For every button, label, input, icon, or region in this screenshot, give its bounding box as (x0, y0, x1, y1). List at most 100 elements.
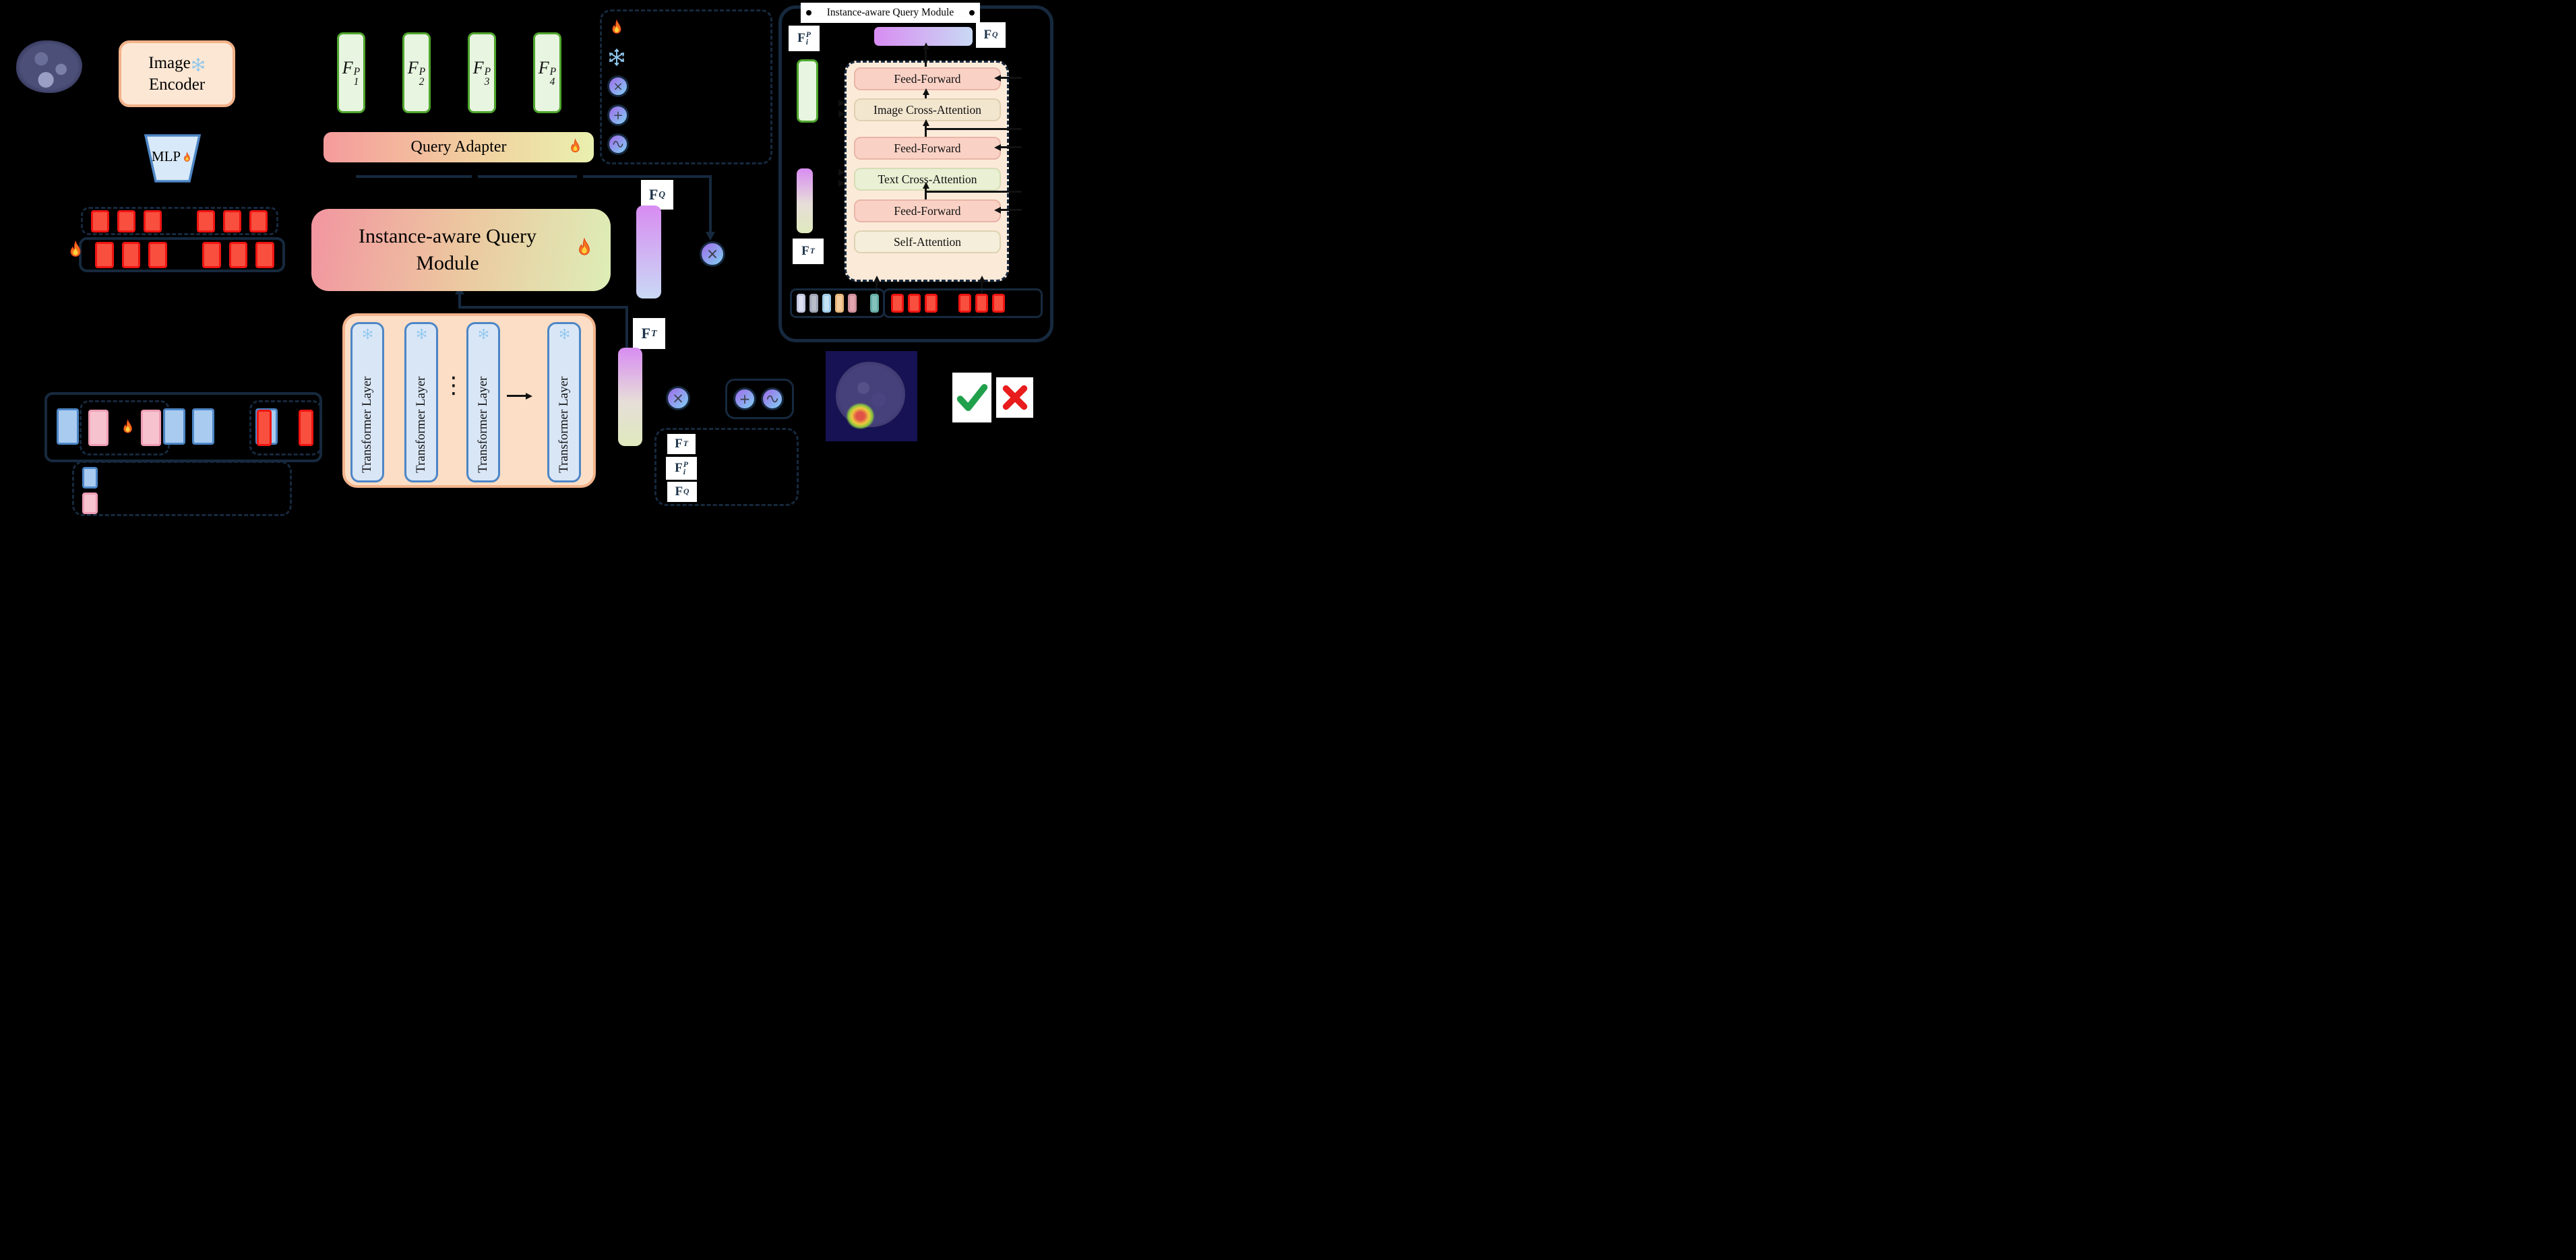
pink-token (82, 493, 98, 514)
red-token (908, 294, 921, 313)
red-token (222, 210, 241, 232)
panel-fip-green-bar (797, 59, 818, 123)
text-token-sequence-box (44, 392, 322, 462)
segmentation-heatmap-image (826, 351, 917, 441)
red-token (144, 210, 162, 232)
teal-token (869, 294, 880, 313)
blue-token (163, 408, 185, 445)
legend-item-flame (607, 16, 770, 40)
skip-stem (925, 125, 927, 137)
gray-token (809, 294, 819, 313)
image-encoder-box: Image Encoder (119, 40, 235, 107)
ff1-in-line (1000, 77, 1022, 79)
connector-to-ft-bar (625, 306, 628, 348)
arrowhead-right (838, 100, 845, 106)
instance-phrase-group (80, 400, 170, 455)
red-token (925, 294, 938, 313)
heatmap-lesion-blob (841, 398, 880, 435)
connector-module-horizontal (458, 306, 628, 309)
ff2-in-line (1000, 146, 1022, 148)
wave-node (761, 387, 784, 410)
multiply-node: × (700, 241, 725, 267)
snowflake-icon (191, 57, 206, 72)
red-token (299, 410, 313, 446)
panel-mixed-token-row (790, 288, 885, 318)
layers-ellipsis: ⋮ (442, 372, 465, 399)
orange-token (835, 294, 845, 313)
legend-item-multiply: × (607, 74, 770, 98)
instance-aware-query-module-box: Instance-aware Query Module (311, 209, 611, 291)
transformer-layer-label: Transformer Layer (360, 376, 374, 473)
mlp-shape (144, 134, 202, 183)
cross-icon (1000, 382, 1031, 413)
token-legend-items (82, 467, 98, 517)
snowflake-icon (478, 328, 489, 340)
transformer-layer-label: Transformer Layer (476, 376, 490, 473)
query-tokens-solid-row (79, 237, 285, 272)
add-wave-box: + (725, 379, 794, 419)
layer-arrow-line (507, 395, 526, 397)
arrowhead-right (838, 169, 845, 176)
snowflake-icon (559, 328, 570, 340)
connector-qa-horizontal (356, 175, 712, 178)
legend-item-add: + (607, 103, 770, 127)
red-token (196, 210, 215, 232)
red-token (975, 294, 988, 313)
iaqm-stack-box: Feed-Forward Image Cross-Attention Feed-… (838, 42, 1022, 297)
red-token (991, 294, 1005, 313)
connector-module-vertical (458, 294, 461, 309)
panel-query-token-row (883, 288, 1043, 318)
lavender-token (797, 294, 806, 313)
title-dot-left (806, 10, 811, 15)
arrowhead-left (994, 144, 1001, 151)
flame-icon (573, 237, 596, 260)
red-token (228, 241, 248, 268)
mlp-trapezoid: MLP (142, 133, 203, 183)
legend-item-snowflake (607, 45, 770, 69)
token-group-pre (57, 408, 86, 445)
text-cross-attention-block: Text Cross-Attention (854, 168, 1001, 191)
connector-gap (472, 175, 478, 178)
red-token (117, 210, 135, 232)
transformer-layer-4: Transformer Layer (547, 322, 581, 482)
check-icon (954, 380, 989, 415)
arrowhead-right (838, 111, 845, 117)
red-token (249, 210, 268, 232)
token-legend-box (72, 461, 292, 516)
module-title-line2: Module (416, 252, 479, 274)
flame-icon (119, 418, 137, 438)
dustypink-token (848, 294, 857, 313)
arrowhead-down (706, 232, 715, 241)
checkmark-box (952, 373, 991, 422)
add-node: + (733, 387, 756, 410)
blue-token (82, 467, 98, 489)
red-token (121, 241, 141, 268)
feed-forward-block-3: Feed-Forward (854, 199, 1001, 222)
blue-token (192, 408, 214, 445)
feed-forward-block-2: Feed-Forward (854, 137, 1001, 160)
red-token (202, 241, 221, 268)
arrow-stem (925, 94, 927, 98)
image-encoder-line2: Encoder (148, 75, 206, 94)
query-tokens-dashed-row (81, 207, 278, 235)
image-encoder-line1: Image (148, 53, 205, 73)
connector-to-multiply-vertical (709, 175, 712, 232)
skip-line (926, 191, 1022, 193)
flame-icon (181, 152, 193, 164)
add-icon: + (607, 104, 629, 126)
query-adapter-label: Query Adapter (410, 138, 507, 156)
arrowhead-right (838, 180, 845, 187)
multiply-node-2: × (666, 386, 690, 410)
skip-stem (925, 188, 927, 199)
flame-icon (607, 19, 626, 38)
